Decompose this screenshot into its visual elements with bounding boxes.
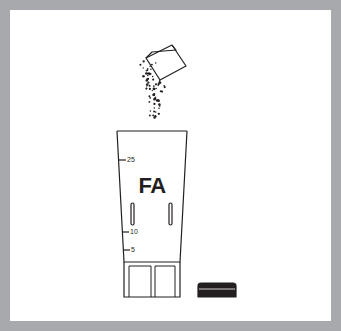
powder-grain xyxy=(152,76,154,78)
powder-grain xyxy=(150,110,151,111)
powder-grain xyxy=(153,116,155,118)
powder-grain xyxy=(155,83,157,85)
powder-grain xyxy=(158,113,160,115)
powder-grain xyxy=(153,94,155,96)
powder-grain xyxy=(153,103,155,105)
powder-grain xyxy=(149,73,151,75)
powder-grain xyxy=(155,111,157,113)
powder-grain xyxy=(149,88,151,90)
powder-grain xyxy=(154,97,156,99)
powder-grain xyxy=(139,64,141,66)
powder-grain xyxy=(148,72,150,74)
powder-grain xyxy=(152,94,154,96)
powder-grain xyxy=(142,75,145,78)
tube-slot xyxy=(169,203,172,225)
powder-grain xyxy=(152,114,154,116)
powder-grain xyxy=(143,60,145,62)
tube-slot xyxy=(131,203,134,225)
powder-grain xyxy=(148,101,150,103)
tube-base xyxy=(124,262,180,297)
powder-grain xyxy=(161,91,163,93)
base-rib xyxy=(155,266,175,297)
base-rib xyxy=(129,266,151,297)
grad-tick xyxy=(123,249,130,250)
powder-grain xyxy=(147,78,149,80)
graduation-number: 10 xyxy=(130,228,138,235)
packet-fold xyxy=(146,45,176,58)
powder-grains xyxy=(139,60,165,118)
grad-tick xyxy=(118,159,126,160)
tube-label: FA xyxy=(138,175,165,197)
powder-grain xyxy=(147,82,149,84)
powder-grain xyxy=(158,107,160,109)
powder-grain xyxy=(146,88,148,90)
cap-band xyxy=(199,289,235,290)
powder-grain xyxy=(146,87,148,89)
powder-grain xyxy=(159,105,161,107)
powder-grain xyxy=(152,90,153,91)
powder-grain xyxy=(159,82,161,84)
powder-grain xyxy=(150,68,152,70)
powder-grain xyxy=(154,115,155,116)
powder-grain xyxy=(153,88,155,90)
powder-grain xyxy=(153,98,156,101)
powder-grain xyxy=(149,97,151,99)
powder-grain xyxy=(147,75,149,77)
powder-grain xyxy=(149,115,151,117)
powder-grain xyxy=(153,94,155,96)
graduation-number: 25 xyxy=(127,156,135,163)
tube-wall xyxy=(117,131,187,262)
powder-grain xyxy=(153,88,155,90)
grad-tick xyxy=(122,231,129,232)
powder-grain xyxy=(155,115,157,117)
graduation-number: 5 xyxy=(131,246,135,253)
powder-grain xyxy=(154,107,156,109)
powder-grain xyxy=(146,69,148,71)
tube-rim xyxy=(117,130,187,131)
tube-cap xyxy=(198,283,236,297)
powder-grain xyxy=(164,86,166,88)
powder-grain xyxy=(155,88,157,90)
powder-grain xyxy=(151,64,153,66)
powder-grain xyxy=(153,85,155,87)
powder-grain xyxy=(155,62,157,64)
powder-grain xyxy=(148,95,150,97)
powder-grain xyxy=(149,85,151,87)
powder-grain xyxy=(143,67,144,68)
powder-grain xyxy=(157,100,160,103)
powder-grain xyxy=(152,79,154,81)
white-panel xyxy=(10,10,331,321)
powder-grain xyxy=(153,110,155,112)
powder-grain xyxy=(145,72,147,74)
powder-grain xyxy=(149,66,150,67)
powder-packet xyxy=(146,45,186,80)
